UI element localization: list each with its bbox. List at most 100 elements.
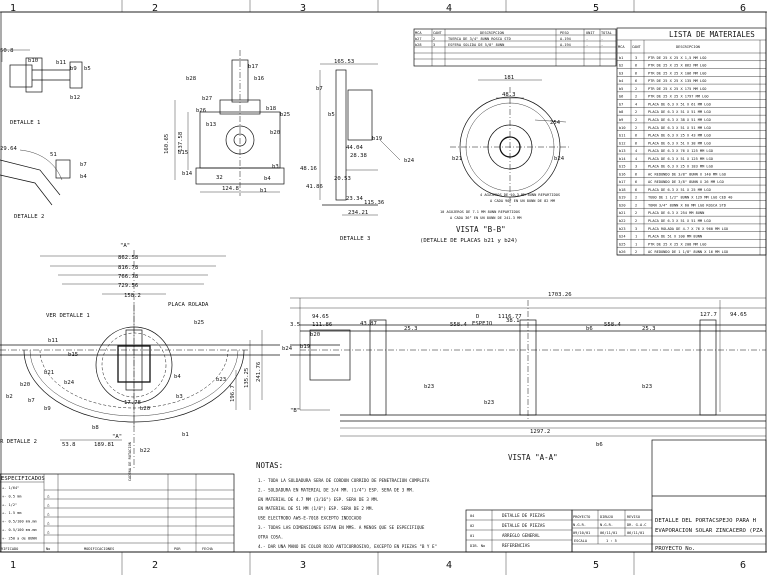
note-line: 4.- DAR UNA MANO DE COLOR ROJO ANTICORRO… (258, 544, 437, 549)
column-number: 1 (10, 560, 16, 571)
part-label: b4 (264, 176, 271, 182)
table-cell: b18 (619, 188, 626, 192)
table-cell: TORN 3/4" 8UNN X 60 MM LGO ROSCA STD (648, 203, 726, 207)
table-cell: b1 (619, 56, 623, 60)
table-cell: PLACA DE 6.3 X 38 X 51 MM LGO (648, 118, 711, 122)
dimension: 766.78 (118, 274, 139, 280)
part-label: b20 (270, 130, 280, 136)
table-cell: PLACA DE 6.3 X 25 X 183 MM LGO (648, 165, 713, 169)
table-cell: 2 (635, 118, 637, 122)
table-header: POR (174, 547, 181, 551)
table-cell: - (601, 43, 603, 47)
table-cell: PLACA DE 6.3 X 51 X 51 MM LGO (648, 110, 711, 114)
part-label: b21 (44, 370, 54, 376)
annotation: A CADA 90° EN UN 8UNN DE 82 MM (490, 199, 556, 203)
table-cell: PLACA ROLADA DE 4.7 X 76 X 960 MM LGO (648, 227, 728, 231)
part-label: b3 (272, 164, 279, 170)
table-cell: 06/11/01 (600, 531, 617, 535)
dimension: 1297.2 (530, 429, 550, 435)
table-cell: b15 (619, 165, 626, 169)
dimension: 196.7 (230, 385, 236, 402)
table-cell: REFERENCIAS (502, 543, 530, 548)
part-label: b5 (328, 112, 335, 118)
part-label: b23 (216, 377, 226, 383)
table-cell: PLACA DE 6.3 X 25 X 43 MM LGO (648, 134, 711, 138)
detail-3-drawing: 165.53 44.04 28.38 20.53 48.16 41.86 23.… (300, 59, 415, 242)
table-cell: 3 (635, 227, 637, 231)
dimension: 94.65 (312, 314, 329, 320)
table-cell: N.G.R. (573, 523, 586, 527)
view-marker: "B" (290, 408, 300, 414)
drawing-title-line2: EVAPORACION SOLAR ZINCACERO (PZA (655, 528, 763, 534)
part-label: b5 (84, 66, 91, 72)
materials-list-title: LISTA DE MATERIALES (669, 30, 755, 39)
part-label: b25 (280, 112, 290, 118)
dimension: 558.4 (604, 322, 621, 328)
dimension: 124.8 (222, 186, 239, 192)
part-label: b27 (202, 96, 212, 102)
table-cell: b22 (619, 219, 626, 223)
column-numbers-bottom: 1 2 3 4 5 6 (10, 560, 746, 571)
part-label: b24 (404, 158, 415, 164)
revision-triangle: △ (47, 502, 50, 507)
table-cell: PLACA DE 6.3 X 51 X 51 MM LGO (648, 126, 711, 130)
revision-triangle: △ (47, 529, 50, 534)
table-cell: 2 (433, 37, 435, 41)
table-cell: b14 (619, 157, 626, 161)
drawing-title-line1: DETALLE DEL PORTACSPEJO PARA H (655, 518, 756, 524)
part-label: b9 (44, 406, 51, 412)
view-marker: "A" (112, 434, 122, 440)
table-header: PROYECTO (573, 515, 590, 519)
table-cell: 6 (635, 172, 637, 176)
part-label: b24 (64, 380, 75, 386)
dimension: 3.5 (290, 322, 300, 328)
table-cell: PTR DE 25 X 25 X 135 MM LGO (648, 79, 706, 83)
view-subtitle: (DETALLE DE PLACAS b21 y b24) (420, 238, 518, 244)
dimension: 41.86 (306, 184, 323, 190)
column-number: 5 (593, 3, 599, 14)
table-cell: b11 (619, 134, 626, 138)
part-label: b16 (254, 76, 264, 82)
part-label: b15 (178, 150, 188, 156)
part-label: b11 (48, 338, 58, 344)
table-cell: b9 (619, 118, 623, 122)
table-cell: b7 (619, 102, 623, 106)
table-header: MODIFICACIONES (84, 547, 114, 551)
table-cell: PLACA DE 6.3 X 51 X 51 MM LGO (648, 219, 711, 223)
view-title: DETALLE 1 (10, 120, 40, 126)
table-cell: AC REDONDO DE 3/8" 8UNN X 26 MM LGO (648, 180, 724, 184)
table-header: MCA (415, 31, 422, 35)
part-label: b20 (140, 406, 150, 412)
revision-triangle: △ (47, 493, 50, 498)
table-cell: PLACA DE 6.3 X 51 X 25 MM LGO (648, 188, 711, 192)
view-title: DETALLE 2 (14, 214, 44, 220)
dimension: 127.7 (700, 312, 717, 318)
dimension: 25.3 (404, 326, 417, 332)
table-cell: 6 (635, 64, 637, 68)
dimension: 48.16 (300, 166, 317, 172)
table-header: No (46, 547, 50, 551)
annotation: 10 AGUJEROS DE 7.1 MM 8UNN REPARTIDOS (440, 210, 520, 214)
tolerance-value: +- 250 a de 8UNN (2, 536, 37, 540)
scale-label: ESCALA (574, 539, 588, 543)
table-header: DESCRIPCION (480, 31, 504, 35)
note-line: OTRA COSA. (258, 534, 283, 539)
dimension: 254 (550, 120, 561, 126)
table-cell: b24 (619, 235, 626, 239)
dimension: 729.56 (118, 283, 138, 289)
part-label: b26 (196, 108, 206, 114)
table-header: MCA (618, 45, 625, 49)
table-cell: 06/11/01 (627, 531, 644, 535)
table-cell: 2 (635, 126, 637, 130)
part-label: b4 (174, 374, 181, 380)
part-label: b24 (282, 346, 293, 352)
table-cell: 3 (635, 56, 637, 60)
dimension: 558.4 (450, 322, 467, 328)
view-marker: "A" (120, 243, 130, 249)
note-line: 2.- SOLDADURA EN MATERIAL DE 3/4 MM. (1/… (258, 487, 414, 492)
tolerance-value: +- 0.5 mm (2, 494, 21, 498)
part-label: b8 (92, 425, 99, 431)
